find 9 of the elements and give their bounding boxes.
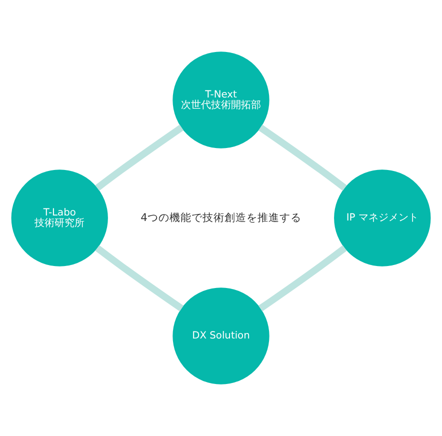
connector [258,245,347,312]
node-circle: T-Next 次世代技術開拓部 [172,52,270,148]
node-circle: IP マネジメント [334,170,431,266]
connector [258,124,347,191]
node-circle: DX Solution [172,288,270,384]
label: 4つの機能で技術創造を推進する [140,210,302,224]
connector [95,245,184,312]
node-circle: T-Labo 技術研究所 [11,170,108,266]
connector [95,124,184,191]
